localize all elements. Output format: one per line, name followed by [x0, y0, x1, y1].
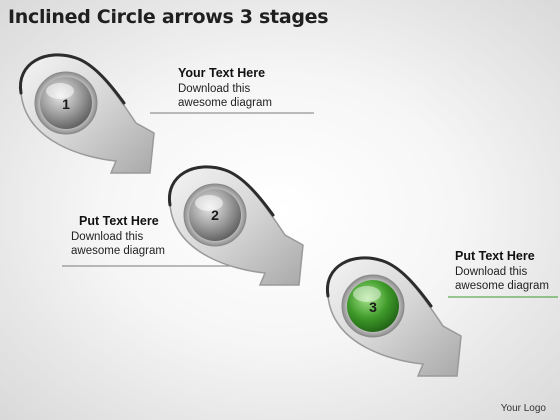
stage-1-text: Your Text Here Download this awesome dia…	[178, 66, 272, 110]
stage-1-arrow	[18, 53, 156, 175]
stage-2-arrow	[167, 165, 305, 287]
stage-3-arrow	[325, 256, 463, 378]
stage-3-line1: Download this	[455, 266, 528, 278]
stage-1-line2: awesome diagram	[178, 97, 272, 109]
stage-3-text: Put Text Here Download this awesome diag…	[455, 249, 549, 293]
stage-2-number: 2	[211, 207, 219, 223]
stage-1-heading: Your Text Here	[178, 66, 266, 80]
stage-2-line2: awesome diagram	[71, 245, 165, 257]
stage-3-line2: awesome diagram	[455, 280, 549, 292]
stage-3-number: 3	[369, 299, 377, 315]
stage-2-heading: Put Text Here	[79, 214, 159, 228]
stage-2-text: Put Text Here Download this awesome diag…	[71, 214, 165, 258]
logo-text: Your Logo	[500, 403, 546, 414]
stage-1-number: 1	[62, 96, 70, 112]
stage-2-line1: Download this	[71, 231, 144, 243]
stage-3-heading: Put Text Here	[455, 249, 535, 263]
stage-1-line1: Download this	[178, 83, 251, 95]
page-title: Inclined Circle arrows 3 stages	[8, 6, 329, 28]
